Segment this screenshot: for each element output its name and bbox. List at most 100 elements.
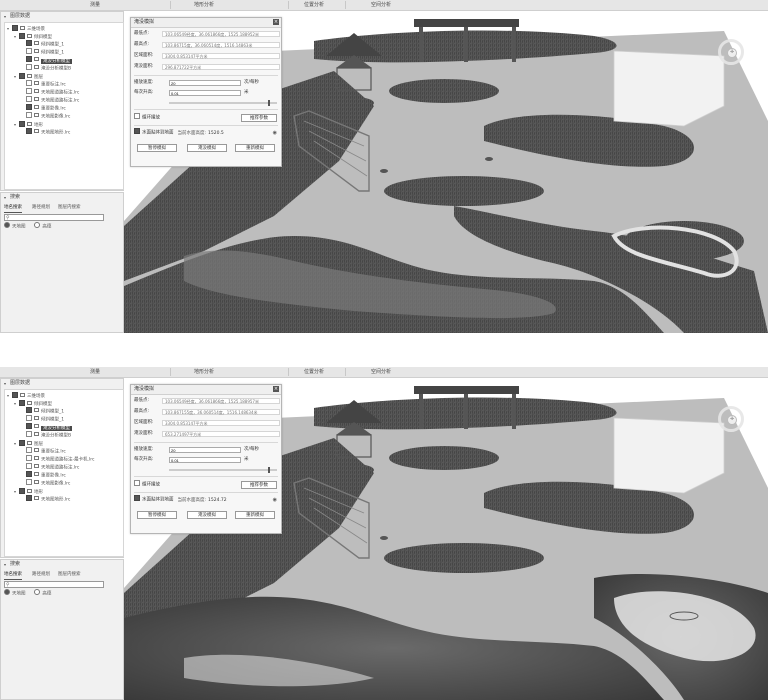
layer-tree-item[interactable]: ▾倾斜模型 [14, 399, 52, 408]
layer-checkbox[interactable] [19, 32, 25, 39]
layer-tree-item[interactable]: 倾斜模型_1 [21, 415, 64, 424]
search-input[interactable] [11, 582, 101, 587]
compass-icon[interactable]: ✛ [727, 48, 737, 58]
menu-measure[interactable]: 测量 [90, 2, 101, 8]
layer-checkbox[interactable] [26, 463, 32, 469]
layer-checkbox[interactable] [19, 439, 25, 446]
flood-simulation-button[interactable]: 淹没模拟 [187, 511, 227, 519]
layer-checkbox[interactable] [26, 88, 32, 94]
search-panel-header[interactable]: ▾ 搜索 [1, 193, 123, 202]
layer-tree-item[interactable]: 倾斜模型_1 [21, 40, 64, 49]
search-panel-header[interactable]: ▾ 搜索 [1, 560, 123, 569]
radio-gaode[interactable] [34, 589, 41, 595]
tab-layer-search[interactable]: 图层内搜索 [58, 205, 81, 210]
layer-checkbox[interactable] [12, 391, 18, 398]
layer-checkbox[interactable] [26, 48, 32, 54]
layer-tree-item[interactable]: ▾三维场景 [7, 24, 45, 33]
layer-tree-item[interactable]: ▾地形 [14, 120, 43, 129]
layer-panel-header[interactable]: ▾ 图层数据 [1, 12, 123, 21]
tab-layer-search[interactable]: 图层内搜索 [58, 572, 81, 577]
layer-tree-item[interactable]: 淹没分析模型B [21, 64, 71, 73]
collapse-icon[interactable]: ▾ [4, 562, 7, 567]
menu-position-analysis[interactable]: 位置分析 [304, 369, 325, 375]
layer-checkbox[interactable] [26, 479, 32, 485]
compass-navigation[interactable]: ✛ [718, 406, 744, 432]
layer-checkbox[interactable] [19, 487, 25, 494]
loop-checkbox[interactable] [134, 113, 140, 119]
layer-tree-item[interactable]: ▾图层 [14, 439, 43, 448]
layer-checkbox[interactable] [26, 423, 32, 429]
pause-simulation-button[interactable]: 暂停模拟 [137, 511, 177, 519]
menu-terrain-analysis[interactable]: 地形分析 [194, 2, 215, 8]
layer-checkbox[interactable] [26, 80, 32, 86]
expand-icon[interactable]: ▾ [7, 393, 10, 398]
layer-panel-header[interactable]: ▾ 图层数据 [1, 379, 123, 388]
close-icon[interactable]: × [273, 19, 279, 25]
water-checkbox[interactable] [134, 495, 140, 501]
menu-measure[interactable]: 测量 [90, 369, 101, 375]
expand-icon[interactable]: ▾ [14, 74, 17, 79]
layer-tree-item[interactable]: ▾倾斜模型 [14, 32, 52, 41]
expand-icon[interactable]: ▾ [7, 26, 10, 31]
expand-icon[interactable]: ▾ [14, 401, 17, 406]
recommend-params-button[interactable]: 推荐参数 [241, 114, 277, 122]
flood-simulation-button[interactable]: 淹没模拟 [187, 144, 227, 152]
layer-checkbox[interactable] [26, 96, 32, 102]
layer-tree-item[interactable]: ▾地形 [14, 487, 43, 496]
layer-tree-item[interactable]: 天地图影像.lrc [21, 112, 70, 121]
recommend-params-button[interactable]: 推荐参数 [241, 481, 277, 489]
expand-icon[interactable]: ▾ [14, 489, 17, 494]
layer-tree-item[interactable]: ▾图层 [14, 72, 43, 81]
layer-tree-item[interactable]: 重要影像.lrc [21, 471, 66, 480]
layer-checkbox[interactable] [26, 407, 32, 413]
compass-navigation[interactable]: ✛ [718, 39, 744, 65]
layer-checkbox[interactable] [26, 455, 32, 461]
layer-tree-item[interactable]: 天地图道路标注.lrc [21, 96, 79, 105]
layer-tree-item[interactable]: 倾斜模型_1 [21, 407, 64, 416]
layer-tree-item[interactable]: ▾三维场景 [7, 391, 45, 400]
loop-checkbox[interactable] [134, 480, 140, 486]
expand-icon[interactable]: ▾ [14, 122, 17, 127]
restart-simulation-button[interactable]: 重新模拟 [235, 144, 275, 152]
close-icon[interactable]: × [273, 386, 279, 392]
layer-tree-item[interactable]: 淹没分析模型 [21, 423, 72, 432]
tab-route-planning[interactable]: 路径规划 [32, 572, 50, 577]
slider-thumb[interactable] [267, 467, 270, 473]
layer-checkbox[interactable] [26, 447, 32, 453]
collapse-icon[interactable]: ▾ [4, 381, 7, 386]
3d-scene-viewport[interactable]: ✛ 淹没模拟×最低点:103.06549经度，36.061866度，1525.1… [124, 378, 768, 700]
collapse-icon[interactable]: ▾ [4, 14, 7, 19]
layer-checkbox[interactable] [26, 431, 32, 437]
expand-icon[interactable]: ▾ [14, 441, 17, 446]
height-slider[interactable] [169, 100, 277, 106]
speed-input[interactable] [169, 447, 241, 453]
menu-space-analysis[interactable]: 空间分析 [371, 369, 392, 375]
height-slider[interactable] [169, 467, 277, 473]
layer-checkbox[interactable] [26, 64, 32, 70]
eye-icon[interactable]: ◉ [272, 130, 277, 136]
layer-checkbox[interactable] [26, 56, 32, 62]
restart-simulation-button[interactable]: 重新模拟 [235, 511, 275, 519]
layer-checkbox[interactable] [19, 120, 25, 127]
menu-terrain-analysis[interactable]: 地形分析 [194, 369, 215, 375]
speed-input[interactable] [169, 80, 241, 86]
layer-tree-item[interactable]: 倾斜模型_1 [21, 48, 64, 57]
layer-tree-item[interactable]: 淹没分析模型B [21, 431, 71, 440]
step-input[interactable] [169, 90, 241, 96]
layer-tree-item[interactable]: 天地图影像.lrc [21, 479, 70, 488]
layer-tree-item[interactable]: 天地图道路标注.lrc [21, 463, 79, 472]
layer-tree-item[interactable]: 天地图道路标注-最卡机.lrc [21, 455, 95, 464]
compass-icon[interactable]: ✛ [727, 415, 737, 425]
step-input[interactable] [169, 457, 241, 463]
layer-checkbox[interactable] [26, 128, 32, 134]
layer-checkbox[interactable] [12, 24, 18, 31]
search-icon[interactable]: ⚲ [6, 215, 10, 221]
layer-tree-item[interactable]: 天地图地形.lrc [21, 495, 70, 504]
menu-space-analysis[interactable]: 空间分析 [371, 2, 392, 8]
3d-scene-viewport[interactable]: ✛ 淹没模拟×最低点:103.06549经度，36.061866度，1525.1… [124, 11, 768, 333]
search-input[interactable] [11, 215, 101, 220]
radio-gaode[interactable] [34, 222, 41, 228]
collapse-icon[interactable]: ▾ [4, 195, 7, 200]
tab-route-planning[interactable]: 路径规划 [32, 205, 50, 210]
slider-thumb[interactable] [267, 100, 270, 106]
